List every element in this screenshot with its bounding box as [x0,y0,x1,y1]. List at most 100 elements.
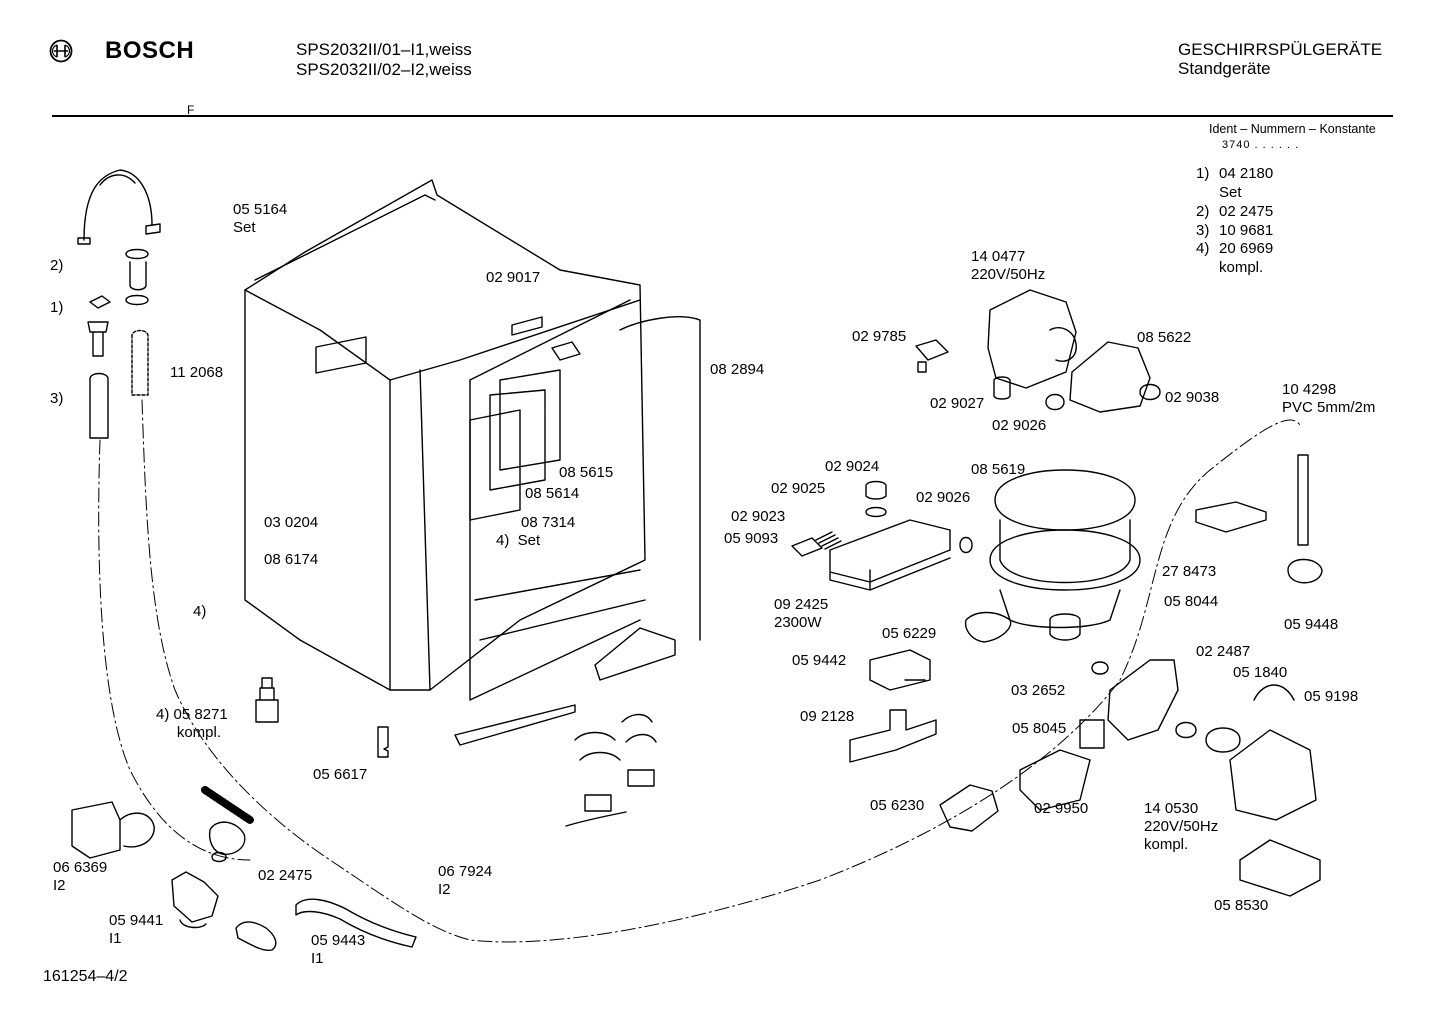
o-ring-icon [1091,661,1109,675]
pressure-switch-icon [1287,454,1323,584]
model-line-2: SPS2032II/02–I2,weiss [296,60,472,79]
subcategory-title: Standgeräte [1178,59,1271,78]
label-10-4298: 10 4298 PVC 5mm/2m [1282,381,1376,416]
label-05-6617: 05 6617 [313,766,368,783]
switch-icon [255,677,279,723]
label-05-9443: 05 9443 I1 [311,932,366,967]
label-02-9027: 02 9027 [930,395,985,412]
brand-name: BOSCH [105,37,195,64]
pipe-icon [849,709,937,763]
hose-icon [235,921,277,952]
sump-icon [994,469,1136,584]
label-08-5614: 08 5614 [525,485,580,502]
hose-icon [89,372,109,439]
label-02-9023: 02 9023 [731,508,786,525]
label-3: 3) [50,390,64,407]
label-02-9024: 02 9024 [825,458,880,475]
label-2: 2) [50,257,64,274]
label-05-9441: 05 9441 I1 [109,912,164,947]
hose-route-line [141,399,1301,943]
model-line-1: SPS2032II/01–I1,weiss [296,40,472,59]
heater-icon [829,519,951,591]
label-08-7314: 08 7314 [521,514,576,531]
motor-icon [1229,729,1317,821]
cap-icon [865,480,887,518]
pipe-stub-icon [1049,613,1081,641]
label-05-1840: 05 1840 [1233,664,1288,681]
label-08-5622: 08 5622 [1137,329,1192,346]
label-02-9026: 02 9026 [916,489,971,506]
spring-icon [815,531,842,550]
pipe-clamp-icon [77,169,161,245]
label-05-6230: 05 6230 [870,797,925,814]
belt-icon [1253,684,1295,701]
label-02-9950: 02 9950 [1034,800,1089,817]
connector-icon [208,821,246,863]
ident-value: 02 2475 [1219,203,1274,220]
terminal-icon [791,537,823,557]
connector-icon [915,339,949,373]
drawing-number: 161254–4/2 [43,968,128,985]
valve-icon [171,871,219,929]
label-05-9448: 05 9448 [1284,616,1339,633]
label-05-8045: 05 8045 [1012,720,1067,737]
label-14-0477: 14 0477 220V/50Hz [971,248,1046,283]
screw-icon [87,295,111,357]
cover-icon [1239,839,1321,897]
ident-value: kompl. [1219,259,1264,276]
label-4: 4) [193,603,207,620]
tub-bottom-rail [454,627,676,746]
ident-value: 04 2180 [1219,165,1274,182]
ident-value: Set [1219,184,1242,201]
hose-icon [201,786,254,824]
label-27-8473: 27 8473 [1162,563,1217,580]
label-08-5619: 08 5619 [971,461,1026,478]
label-02-2475: 02 2475 [258,867,313,884]
label-05-9442: 05 9442 [792,652,847,669]
ident-value: 10 9681 [1219,222,1274,239]
pipe-icon [939,784,999,832]
housing-icon [1019,749,1091,811]
bracket-icon [1195,501,1267,533]
label-02-2487: 02 2487 [1196,643,1251,660]
ident-key: 3) [1196,222,1210,239]
label-02-9038: 02 9038 [1165,389,1220,406]
sump-icon [989,529,1141,629]
o-ring-icon [959,536,973,554]
label-05-8271: 4) 05 8271 kompl. [156,706,228,741]
hose-icon [131,329,149,396]
motor-icon [987,289,1077,389]
wire-harness-icon [565,713,657,827]
label-08-6174: 08 6174 [264,551,319,568]
revision-mark: F [187,103,195,117]
tub-frame [244,289,391,691]
label-09-2425: 09 2425 2300W [774,596,829,631]
hose-clip-icon [125,248,149,306]
label-03-0204: 03 0204 [264,514,319,531]
valve-icon [71,801,155,859]
label-14-0530: 14 0530 220V/50Hz kompl. [1144,800,1219,853]
label-4-set: 4) Set [496,532,541,549]
label-05-8530: 05 8530 [1214,897,1269,914]
hose-icon [964,611,1012,643]
label-05-9093: 05 9093 [724,530,779,547]
label-03-2652: 03 2652 [1011,682,1066,699]
pump-housing-icon [1069,341,1151,413]
connector-icon [869,649,931,691]
label-11-2068: 11 2068 [170,364,224,381]
label-06-6369: 06 6369 I2 [53,859,108,894]
tub-frame-inner [469,369,561,521]
label-08-2894: 08 2894 [710,361,765,378]
ident-heading: Ident – Nummern – Konstante [1209,122,1376,136]
label-05-8044: 05 8044 [1164,593,1219,610]
tub-frame [469,299,646,641]
tub-frame [254,194,641,701]
ident-key: 1) [1196,165,1210,182]
o-ring-icon [1139,383,1161,401]
category-title: GESCHIRRSPÜLGERÄTE [1178,40,1383,59]
o-ring-icon [1045,393,1065,411]
ident-key: 2) [1196,203,1210,220]
label-02-9785: 02 9785 [852,328,907,345]
label-09-2128: 09 2128 [800,708,855,725]
